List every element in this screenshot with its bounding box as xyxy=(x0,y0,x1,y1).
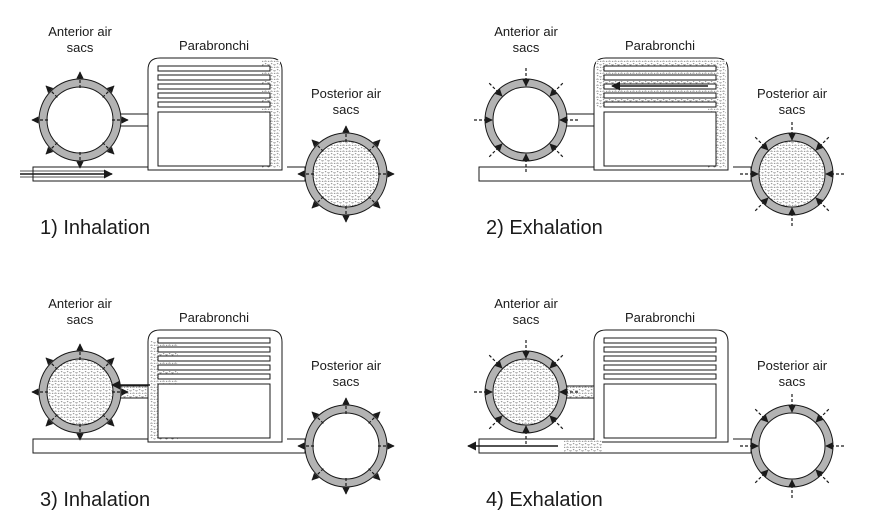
parabronchus-tube xyxy=(157,65,271,72)
posterior-sac-direction-arrow xyxy=(754,136,769,151)
parabronchus-tube xyxy=(157,74,271,81)
parabronchi-chamber xyxy=(157,111,271,167)
parabronchus-tube xyxy=(603,337,717,344)
anterior-sac-direction-arrow xyxy=(102,142,115,155)
anterior-sac-lumen xyxy=(492,358,560,426)
posterior-sac-direction-arrow xyxy=(368,468,381,481)
anterior-air-sacs-label: Anterior air xyxy=(48,24,112,39)
anterior-connector xyxy=(563,385,595,399)
anterior-sac-direction-arrow xyxy=(549,82,564,97)
parabronchus-tube xyxy=(603,74,717,81)
posterior-air-sacs-label: sacs xyxy=(779,374,806,389)
parabronchi-chamber xyxy=(603,383,717,439)
posterior-sac-direction-arrow xyxy=(368,139,381,152)
posterior-sac-direction-arrow xyxy=(815,469,830,484)
parabronchi-chamber xyxy=(157,383,271,439)
anterior-sac-direction-arrow xyxy=(549,354,564,369)
anterior-sac-direction-arrow xyxy=(45,85,58,98)
parabronchus-tube xyxy=(157,92,271,99)
anterior-sac-direction-arrow xyxy=(102,414,115,427)
parabronchus-tube xyxy=(157,355,271,362)
posterior-sac-lumen xyxy=(758,412,826,480)
anterior-sac-direction-arrow xyxy=(549,143,564,158)
posterior-sac-direction-arrow xyxy=(754,197,769,212)
anterior-air-sac xyxy=(474,340,578,444)
parabronchus-tube xyxy=(157,346,271,353)
posterior-air-sacs-label: sacs xyxy=(333,374,360,389)
posterior-sac-direction-arrow xyxy=(754,408,769,423)
posterior-air-sac xyxy=(740,394,844,498)
parabronchus-tube xyxy=(157,364,271,371)
anterior-air-sacs-label: Anterior air xyxy=(494,296,558,311)
parabronchus-tube xyxy=(603,101,717,108)
parabronchi xyxy=(593,329,729,443)
parabronchus-tube xyxy=(603,373,717,380)
anterior-sac-direction-arrow xyxy=(102,85,115,98)
parabronchi-chamber xyxy=(603,111,717,167)
parabronchi xyxy=(147,329,283,443)
anterior-air-sac xyxy=(31,343,129,441)
anterior-air-sacs-label: Anterior air xyxy=(48,296,112,311)
parabronchi-label: Parabronchi xyxy=(179,38,249,53)
posterior-sac-direction-arrow xyxy=(311,468,324,481)
parabronchi xyxy=(147,57,283,171)
posterior-sac-lumen xyxy=(758,140,826,208)
trachea-airflow-stipple xyxy=(564,440,602,452)
parabronchus-tube xyxy=(603,364,717,371)
posterior-air-sac xyxy=(740,122,844,226)
posterior-air-sacs-label: sacs xyxy=(779,102,806,117)
posterior-sac-direction-arrow xyxy=(815,408,830,423)
parabronchi-label: Parabronchi xyxy=(625,38,695,53)
posterior-air-sac xyxy=(297,397,395,495)
posterior-air-sacs-label: Posterior air xyxy=(311,358,382,373)
parabronchus-tube xyxy=(603,92,717,99)
posterior-sac-direction-arrow xyxy=(311,139,324,152)
panel-caption: 4) Exhalation xyxy=(486,489,603,511)
posterior-sac-direction-arrow xyxy=(754,469,769,484)
parabronchus-tube xyxy=(603,355,717,362)
anterior-air-sacs-label: sacs xyxy=(67,40,94,55)
posterior-air-sacs-label: sacs xyxy=(333,102,360,117)
parabronchus-tube xyxy=(157,83,271,90)
anterior-air-sacs-label: sacs xyxy=(67,312,94,327)
anterior-air-sac xyxy=(474,68,578,172)
anterior-sac-direction-arrow xyxy=(45,414,58,427)
panel-caption: 3) Inhalation xyxy=(40,489,150,511)
anterior-air-sacs-label: Anterior air xyxy=(494,24,558,39)
posterior-sac-direction-arrow xyxy=(311,411,324,424)
posterior-sac-direction-arrow xyxy=(815,136,830,151)
posterior-sac-direction-arrow xyxy=(311,196,324,209)
posterior-air-sac xyxy=(297,125,395,223)
panel-caption: 1) Inhalation xyxy=(40,217,150,239)
parabronchus-tube xyxy=(157,337,271,344)
anterior-air-sacs-label: sacs xyxy=(513,312,540,327)
posterior-air-sacs-label: Posterior air xyxy=(311,86,382,101)
parabronchus-tube xyxy=(603,65,717,72)
parabronchi xyxy=(593,57,729,171)
parabronchus-tube xyxy=(603,346,717,353)
anterior-connector xyxy=(563,113,595,127)
posterior-sac-direction-arrow xyxy=(815,197,830,212)
posterior-air-sacs-label: Posterior air xyxy=(757,358,828,373)
anterior-sac-direction-arrow xyxy=(102,357,115,370)
anterior-sac-direction-arrow xyxy=(549,415,564,430)
parabronchi-label: Parabronchi xyxy=(179,310,249,325)
anterior-air-sac xyxy=(31,71,129,169)
anterior-sac-direction-arrow xyxy=(45,357,58,370)
parabronchus-tube xyxy=(157,101,271,108)
posterior-air-sacs-label: Posterior air xyxy=(757,86,828,101)
parabronchi-label: Parabronchi xyxy=(625,310,695,325)
anterior-air-sacs-label: sacs xyxy=(513,40,540,55)
parabronchus-tube xyxy=(157,373,271,380)
panel-caption: 2) Exhalation xyxy=(486,217,603,239)
anterior-sac-direction-arrow xyxy=(45,142,58,155)
posterior-sac-direction-arrow xyxy=(368,196,381,209)
anterior-sac-lumen xyxy=(492,86,560,154)
posterior-sac-direction-arrow xyxy=(368,411,381,424)
